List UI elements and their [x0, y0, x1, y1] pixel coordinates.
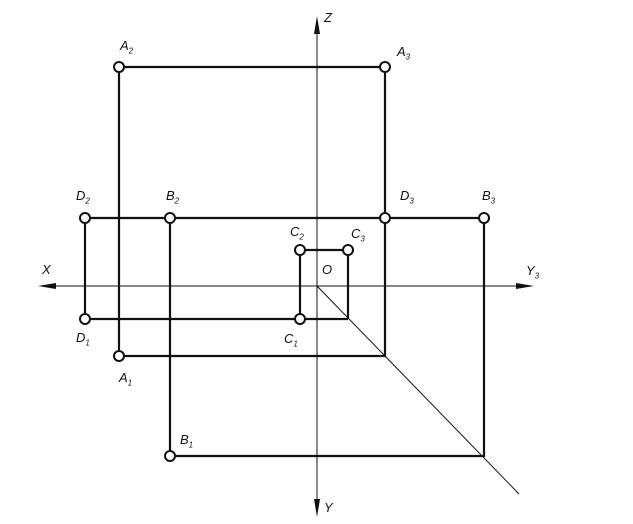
y3-arrow — [516, 283, 534, 289]
y-arrow — [314, 499, 320, 517]
label-b2: B2 — [166, 188, 180, 206]
point-c3 — [342, 244, 354, 256]
point-b3 — [478, 212, 490, 224]
point-d-lines — [83, 216, 484, 321]
point-a1 — [113, 350, 125, 362]
origin-label: O — [322, 262, 333, 277]
point-a3 — [379, 61, 391, 73]
label-a3: A3 — [397, 44, 411, 62]
point-b-lines — [168, 218, 486, 458]
label-a2: A2 — [120, 38, 134, 56]
point-d2 — [79, 212, 91, 224]
label-d2: D2 — [76, 188, 90, 206]
point-d1 — [79, 313, 91, 325]
label-b1: B1 — [180, 432, 194, 450]
point-a2 — [113, 61, 125, 73]
y3-axis-label: Y3 — [526, 263, 540, 281]
point-d3 — [379, 212, 391, 224]
point-a-lines — [117, 65, 387, 358]
point-c1 — [294, 313, 306, 325]
point-b1 — [164, 450, 176, 462]
label-c2: C2 — [290, 224, 304, 242]
z-axis-label: Z — [324, 10, 332, 25]
label-d1: D1 — [76, 330, 90, 348]
label-d3: D3 — [400, 188, 414, 206]
point-b2 — [164, 212, 176, 224]
x-axis-label: X — [42, 262, 51, 277]
x-arrow — [38, 283, 56, 289]
z-arrow — [314, 16, 320, 34]
label-a1: A1 — [119, 370, 133, 388]
label-b3: B3 — [482, 188, 496, 206]
bisector-line — [316, 285, 520, 495]
label-c1: C1 — [284, 331, 298, 349]
label-c3: C3 — [351, 226, 365, 244]
point-c2 — [294, 244, 306, 256]
point-c-lines — [298, 248, 350, 319]
y-axis-label: Y — [324, 500, 333, 515]
